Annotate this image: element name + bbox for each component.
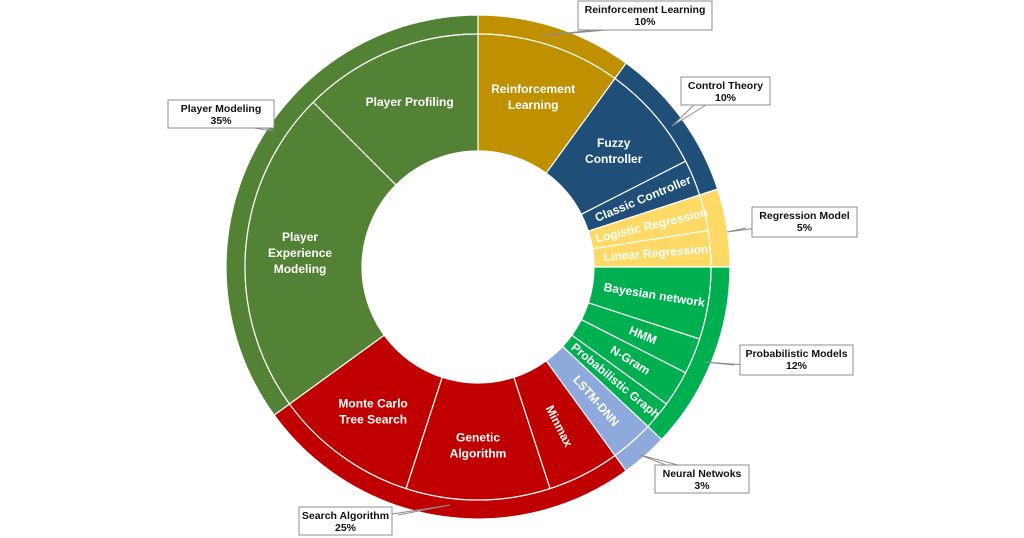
segment-label-line: Player Profiling [366,95,454,109]
callout-percent: 10% [634,16,656,28]
segment-label-line: Player [282,230,318,244]
callout-pointer [253,127,275,132]
subcategory-arc-player-experience-modeling[interactable] [244,101,397,405]
callout-category-name: Search Algorithm [302,510,389,522]
segment-label-line: Modeling [274,262,327,276]
callout-percent: 35% [210,115,232,127]
callout-percent: 5% [797,222,813,234]
segment-label-line: Algorithm [450,447,507,461]
callout-category-name: Regression Model [759,210,850,222]
segment-label-line: Experience [268,246,332,260]
segment-label-player-profiling: Player Profiling [366,95,454,109]
segment-label-line: Controller [585,152,643,166]
sunburst-rings [225,14,731,520]
callout-box [654,464,750,494]
callout-category-name: Probabilistic Models [745,348,847,360]
callout-pointer [385,504,451,516]
subcategory-arc-player-profiling[interactable] [312,33,479,186]
segment-label-line: Monte Carlo [338,396,407,410]
callout-percent: 3% [694,480,710,492]
callout-box [680,76,771,106]
callout-category-name: Player Modeling [181,103,262,115]
callout-category-name: Neural Netwoks [663,468,742,480]
callout-category-name: Reinforcement Learning [585,4,706,16]
callout-pointer [703,361,747,366]
callout-box [298,506,393,536]
callout-category-name: Control Theory [688,80,763,92]
callout-pointer [539,29,607,37]
callout-pointer [671,104,707,127]
callout-box [739,344,854,376]
callout-percent: 25% [335,522,357,534]
callout-box [751,206,858,238]
callout-pointer [639,454,679,466]
segment-label-line: Learning [508,98,559,112]
callout-percent: 12% [786,360,808,372]
segment-label-line: Genetic [456,431,500,445]
callout-percent: 10% [715,92,737,104]
callout-box [577,0,713,31]
callout-box [167,99,275,129]
segment-label-line: Tree Search [339,412,407,426]
segment-label-line: Fuzzy [597,136,631,150]
segment-label-line: Reinforcement [491,82,575,96]
callout-pointer [726,227,759,233]
